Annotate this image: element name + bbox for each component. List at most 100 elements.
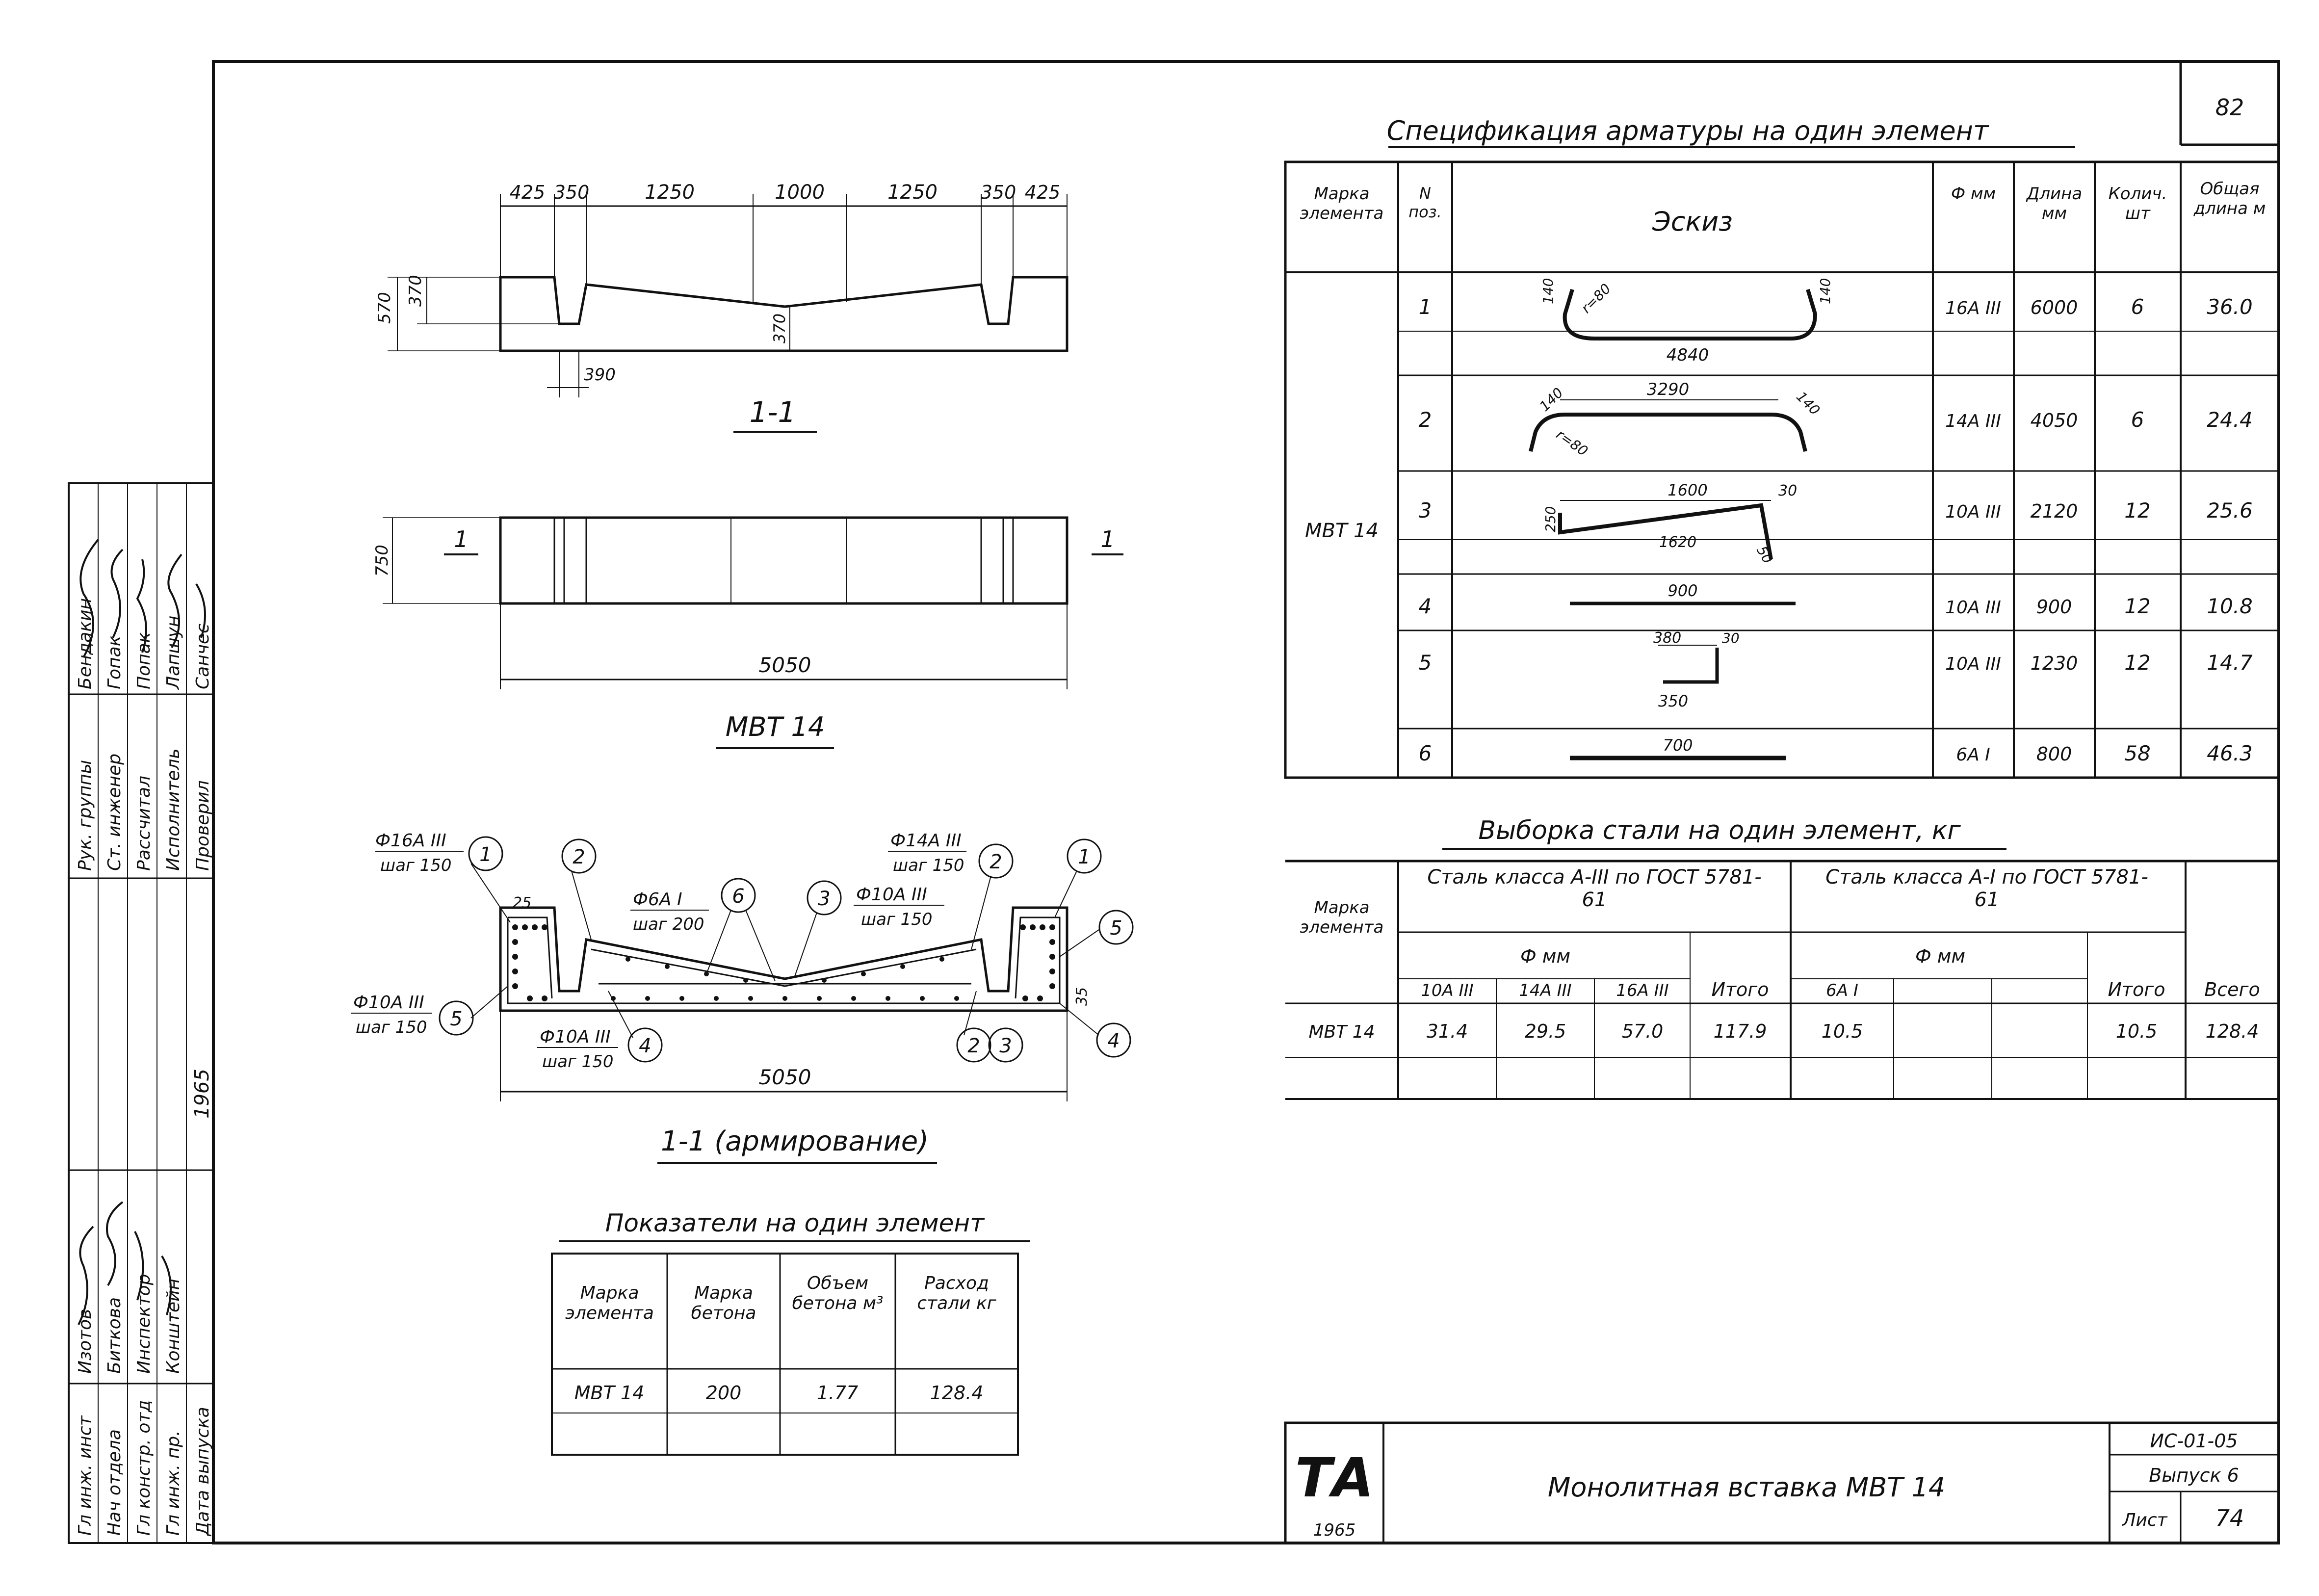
spec-length-3: 2120 xyxy=(2031,500,2078,522)
page-number: 82 xyxy=(2215,94,2244,121)
spec-pos-2: 2 xyxy=(1419,408,1432,432)
spec-header-sketch: Эскиз xyxy=(1652,206,1733,237)
plan-title: МВТ 14 xyxy=(726,711,825,742)
sheet-label: Лист xyxy=(2121,1510,2167,1530)
sketch-3-b: 1620 xyxy=(1659,534,1696,551)
indicators-cell-concrete: 200 xyxy=(706,1382,742,1404)
plan-view: 750 1 1 5050 МВТ 14 xyxy=(372,516,1123,749)
sketch-4-a: 900 xyxy=(1668,581,1697,600)
stamp-role2-5: Проверил xyxy=(193,780,213,871)
stamp-name2-3: Попак xyxy=(134,632,154,689)
dim-height: 570 xyxy=(375,292,394,324)
sketch-bar-2 xyxy=(1529,413,1807,452)
spec-qty-6: 58 xyxy=(2124,741,2150,765)
pos-bubble-10: 2 xyxy=(967,1035,980,1057)
pos-bubble-1: 1 xyxy=(479,843,492,866)
steel-class-a3-wrap: Сталь класса А-III по ГОСТ 5781-61 xyxy=(1427,866,1761,911)
sketch-5-c: 30 xyxy=(1722,630,1740,646)
spec-header-dia-wrap: Ф мм xyxy=(1951,184,1996,204)
stamp-name2-4: Лапшун xyxy=(163,616,183,690)
indicators-header-3: Объем бетона м³ xyxy=(792,1273,884,1313)
plan-dim-width: 750 xyxy=(372,545,392,576)
callout-sub-2: шаг 200 xyxy=(633,915,704,934)
spec-header-total: Общая длина м xyxy=(2193,179,2266,218)
indicators-title: Показатели на один элемент xyxy=(605,1209,985,1237)
spec-title: Спецификация арматуры на один элемент xyxy=(1387,115,1989,146)
callout-label-2: Ф6А I xyxy=(633,890,682,910)
steel-sub-a1-4: Итого xyxy=(2108,979,2165,1000)
spec-header-length: Длина мм xyxy=(2026,184,2083,223)
section-1-1: 425 350 1250 1000 1250 350 425 570 370 3… xyxy=(375,181,1068,433)
steel-row-a3-4: 117.9 xyxy=(1714,1020,1767,1042)
steel-class-a1: Сталь класса А-I по ГОСТ 5781-61 xyxy=(1825,866,2148,911)
rein-dim-right: 35 xyxy=(1073,987,1091,1006)
spec-dia-3: 10А III xyxy=(1945,502,2001,522)
cut-mark-right: 1 xyxy=(1100,526,1115,552)
sketch-3-c: 250 xyxy=(1542,506,1559,532)
doc-code: ИС-01-05 xyxy=(2150,1430,2238,1452)
spec-header-total-wrap: Общая длина м xyxy=(2193,179,2266,218)
stamp-role-5: Дата выпуска xyxy=(193,1407,213,1537)
spec-header-pos-wrap: N поз. xyxy=(1408,184,1442,221)
spec-header-length-wrap: Длина мм xyxy=(2026,184,2083,223)
spec-pos-6: 6 xyxy=(1419,741,1432,765)
sketch-2-a: 140 xyxy=(1537,385,1566,415)
indicators-cell-mark: МВТ 14 xyxy=(574,1382,645,1404)
stamp-role2-1: Рук. группы xyxy=(75,760,95,871)
steel-col-mark-wrap: Марка элемента xyxy=(1300,898,1384,937)
indicators-header-2: Марка бетона xyxy=(691,1283,756,1323)
spec-qty-5: 12 xyxy=(2124,651,2150,675)
pos-bubble-3: 6 xyxy=(732,885,744,908)
spec-element: МВТ 14 xyxy=(1305,520,1379,542)
sketch-bar-3 xyxy=(1558,503,1773,560)
stamp-date: 1965 xyxy=(191,1069,213,1119)
spec-pos-3: 3 xyxy=(1419,498,1432,523)
sketch-1-a: 140 xyxy=(1540,278,1556,304)
steel-table: Выборка стали на один элемент, кг Марка … xyxy=(1285,816,2279,1100)
pos-bubble-6: 1 xyxy=(1078,846,1090,868)
sketch-6-a: 700 xyxy=(1663,736,1693,755)
steel-phi-a3: Ф мм xyxy=(1520,945,1570,967)
approval-stamp: Гл инж. инст Нач отдела Гл констр. отд Г… xyxy=(68,482,214,1544)
cut-mark-left: 1 xyxy=(454,526,468,552)
rebar-dots xyxy=(512,924,1055,1001)
rein-dim-cover: 25 xyxy=(513,894,531,912)
pos-bubble-12: 4 xyxy=(1107,1030,1120,1052)
indicators-header-2-wrap: Марка бетона xyxy=(691,1283,756,1323)
indicators-header-1: Марка элемента xyxy=(565,1283,654,1323)
dim-top-7: 425 xyxy=(1025,182,1061,203)
sketch-2-d: 140 xyxy=(1793,389,1823,419)
steel-sub-a3-1: 10А III xyxy=(1421,981,1473,1000)
stamp-role-1: Гл инж. инст xyxy=(75,1415,95,1536)
spec-qty-4: 12 xyxy=(2124,594,2150,618)
spec-total-2: 24.4 xyxy=(2207,408,2253,432)
pos-bubble-11: 3 xyxy=(999,1035,1012,1057)
spec-length-4: 900 xyxy=(2036,596,2072,618)
pos-bubble-7: 5 xyxy=(1110,917,1122,940)
callout-label-1: Ф16А III xyxy=(375,831,446,851)
dim-top-1: 425 xyxy=(510,182,546,203)
spec-header-qty-wrap: Колич. шт xyxy=(2109,184,2167,223)
sketch-5-a: 380 xyxy=(1653,629,1681,647)
spec-length-6: 800 xyxy=(2036,743,2072,765)
steel-row-a3-2: 29.5 xyxy=(1525,1020,1566,1042)
section-title: 1-1 xyxy=(750,395,796,429)
doc-issue: Выпуск 6 xyxy=(2149,1465,2239,1486)
pos-bubble-2: 2 xyxy=(573,846,585,868)
spec-length-2: 4050 xyxy=(2031,410,2078,431)
indicators-table: Показатели на один элемент Марка элемент… xyxy=(551,1209,1030,1456)
stamp-role2-4: Исполнитель xyxy=(163,748,183,871)
sketch-1-d: 140 xyxy=(1817,278,1833,304)
dim-top-2: 350 xyxy=(554,182,590,203)
spec-qty-1: 6 xyxy=(2131,295,2144,319)
spec-total-3: 25.6 xyxy=(2207,498,2253,523)
indicators-cell-volume: 1.77 xyxy=(817,1382,859,1404)
dim-bottom: 390 xyxy=(584,365,616,385)
spec-total-4: 10.8 xyxy=(2207,594,2253,618)
dim-pocket: 370 xyxy=(406,275,425,307)
steel-phi-a1: Ф мм xyxy=(1915,945,1965,967)
spec-total-5: 14.7 xyxy=(2207,651,2253,675)
spec-pos-1: 1 xyxy=(1419,295,1432,319)
drawing-frame xyxy=(212,60,2280,1544)
